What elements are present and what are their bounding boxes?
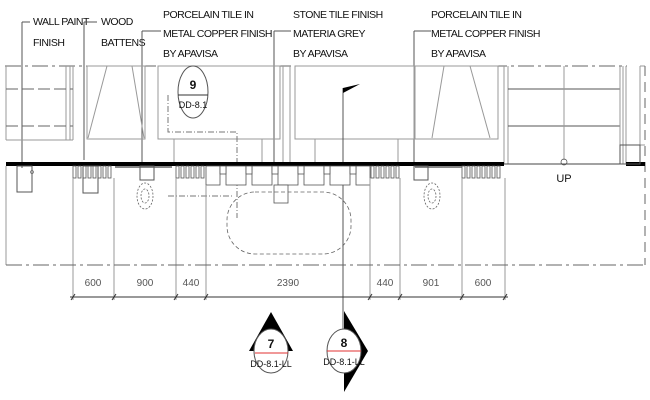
label-line: STONE TILE FINISH (293, 9, 383, 21)
section-tag-number: 8 (341, 336, 348, 350)
label-porcelain-tile-right: PORCELAIN TILE IN METAL COPPER FINISH BY… (413, 9, 540, 165)
label-line: BATTENS (101, 37, 146, 49)
label-wood-battens: WOOD BATTENS (83, 16, 146, 160)
section-tag-7[interactable]: 7 DD-8.1-LL (249, 312, 293, 374)
stone-tile-panel (282, 65, 416, 165)
section-cut-line-8 (342, 84, 360, 330)
dimension-value: 901 (423, 278, 440, 289)
porcelain-panel-left (157, 65, 281, 165)
label-line: BY APAVISA (293, 48, 348, 60)
wall-panel-left (5, 66, 74, 141)
section-tag-8[interactable]: 8 DD-8.1-LL (323, 311, 368, 392)
label-line: WOOD (101, 16, 134, 28)
wall-fixtures (16, 144, 641, 204)
label-line: BY APAVISA (163, 48, 218, 60)
detail-tag-9[interactable]: 9 DD-8.1 (167, 65, 238, 218)
grid-lines (5, 166, 506, 300)
floor-drain-right (423, 182, 441, 210)
label-line: PORCELAIN TILE IN (431, 9, 522, 21)
detail-tag-ref: DD-8.1 (179, 100, 208, 110)
dimension-value: 600 (475, 278, 492, 289)
label-stone-tile-finish: STONE TILE FINISH MATERIA GREY BY APAVIS… (273, 9, 383, 165)
label-line: FINISH (33, 37, 64, 49)
label-line: METAL COPPER FINISH (431, 28, 540, 40)
label-porcelain-tile-left: PORCELAIN TILE IN METAL COPPER FINISH BY… (141, 9, 272, 165)
label-line: WALL PAINT (33, 16, 90, 28)
floor-drain-left (136, 182, 154, 210)
dimension-value: 600 (85, 278, 102, 289)
label-line: BY APAVISA (431, 48, 486, 60)
battens-panel-left (86, 65, 146, 140)
dimension-value: 440 (183, 278, 200, 289)
section-tag-ref: DD-8.1-LL (250, 359, 292, 369)
dimension-value: 900 (137, 278, 154, 289)
stair-up-label: UP (556, 173, 571, 185)
dimension-value: 2390 (277, 278, 300, 289)
stair-area: UP (503, 65, 646, 265)
dimension-string: 600 900 440 2390 440 901 600 (70, 278, 508, 301)
label-line: PORCELAIN TILE IN (163, 9, 254, 21)
label-line: METAL COPPER FINISH (163, 28, 272, 40)
label-line: MATERIA GREY (293, 28, 365, 40)
detail-tag-number: 9 (190, 78, 197, 92)
section-tag-ref: DD-8.1-LL (323, 357, 365, 367)
dimension-value: 440 (377, 278, 394, 289)
label-wall-paint-finish: WALL PAINT FINISH (21, 16, 90, 168)
dashed-oval-element (226, 191, 352, 255)
section-tag-number: 7 (268, 337, 275, 351)
porcelain-panel-right (413, 65, 499, 140)
